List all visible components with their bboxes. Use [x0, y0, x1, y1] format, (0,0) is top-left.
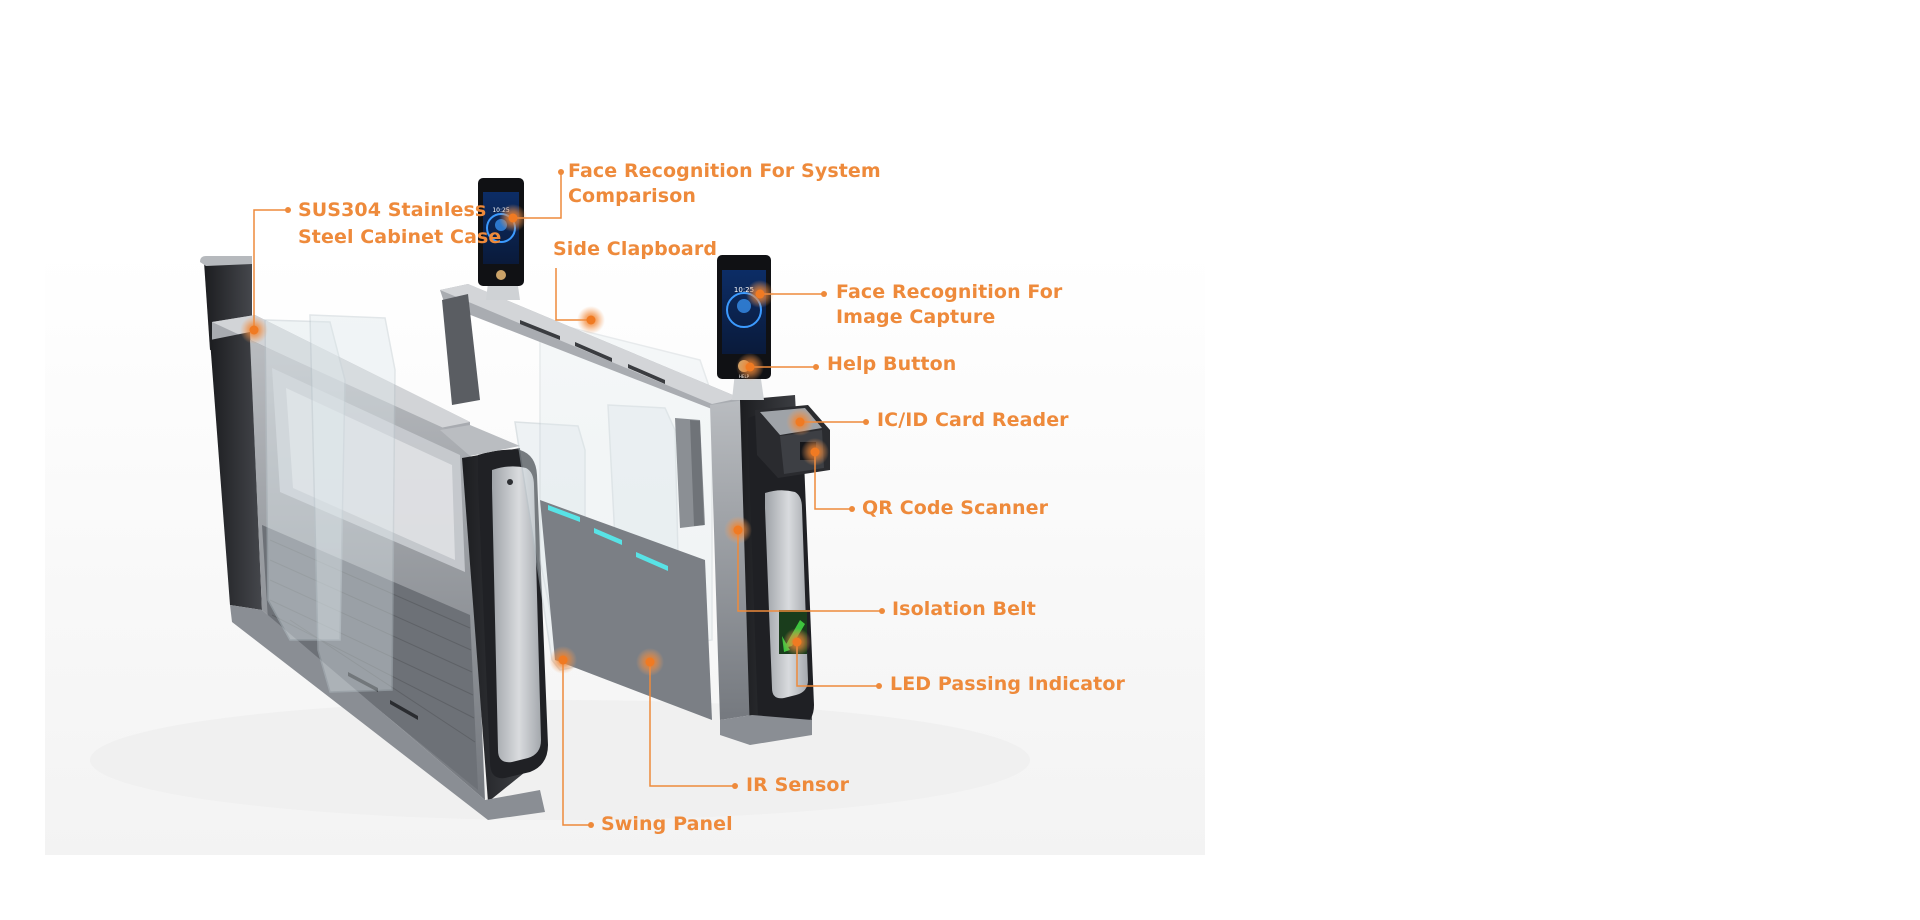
label-line: SUS304 Stainless	[298, 199, 487, 221]
label-line: Side Clapboard	[553, 238, 718, 260]
label-line: Face Recognition For	[836, 281, 1063, 303]
floor-shadow	[90, 700, 1030, 820]
label-qr-scanner: QR Code Scanner	[862, 496, 1048, 521]
label-line: QR Code Scanner	[862, 497, 1049, 519]
label-line: Isolation Belt	[892, 598, 1036, 620]
device-time-right: 10:25	[734, 286, 754, 294]
label-help-button: Help Button	[827, 352, 956, 377]
label-isolation-belt: Isolation Belt	[892, 597, 1036, 622]
label-line: IC/ID Card Reader	[877, 409, 1069, 431]
callout-dots	[285, 169, 885, 828]
callout-dot-icon	[879, 608, 885, 614]
label-led-indicator: LED Passing Indicator	[890, 672, 1125, 697]
label-line: Image Capture	[836, 306, 996, 328]
label-swing-panel: Swing Panel	[601, 812, 733, 837]
label-face-recognition-capture: Face Recognition For Image Capture	[836, 280, 1062, 330]
label-face-recognition-system: Face Recognition For System Comparison	[568, 159, 881, 209]
callout-dot-icon	[863, 419, 869, 425]
label-line: IR Sensor	[746, 774, 850, 796]
label-line: Help Button	[827, 353, 957, 375]
callout-dot-icon	[813, 364, 819, 370]
label-line: Face Recognition For System	[568, 160, 881, 182]
feature-points	[240, 204, 829, 676]
label-card-reader: IC/ID Card Reader	[877, 408, 1069, 433]
callout-dot-icon	[849, 506, 855, 512]
left-cabinet	[200, 256, 548, 820]
callout-dot-icon	[732, 783, 738, 789]
device-time-left: 10:25	[492, 207, 509, 214]
label-line: Comparison	[568, 185, 696, 207]
label-ir-sensor: IR Sensor	[746, 773, 849, 798]
callout-dot-icon	[285, 207, 291, 213]
callout-dot-icon	[821, 291, 827, 297]
callout-dot-icon	[876, 683, 882, 689]
label-line: Steel Cabinet Case	[298, 226, 502, 248]
callout-dot-icon	[558, 169, 564, 175]
label-cabinet-case: SUS304 Stainless Steel Cabinet Case	[298, 197, 501, 251]
callout-dot-icon	[588, 822, 594, 828]
label-line: LED Passing Indicator	[890, 673, 1125, 695]
label-side-clapboard: Side Clapboard	[553, 237, 717, 262]
label-line: Swing Panel	[601, 813, 733, 835]
